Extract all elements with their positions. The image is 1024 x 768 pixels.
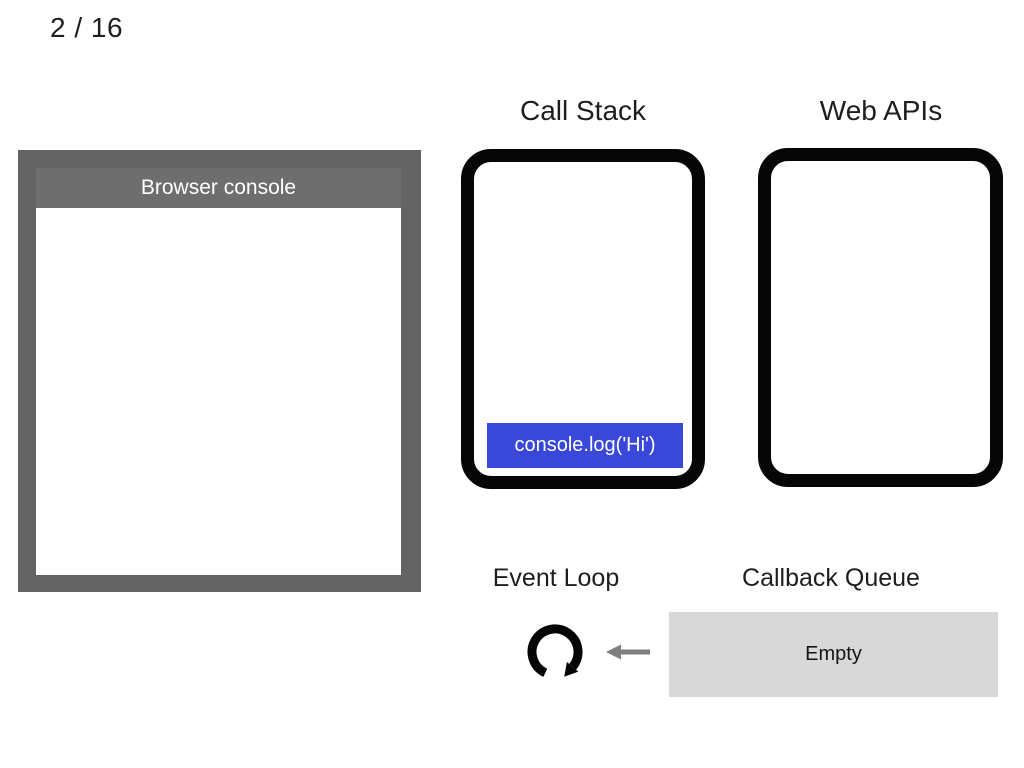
- call-stack-frame: console.log('Hi'): [487, 423, 683, 468]
- event-loop-arrowhead: [564, 662, 579, 677]
- browser-console-titlebar: Browser console: [36, 168, 401, 208]
- event-loop-icon: [527, 624, 583, 677]
- browser-console-output-area: [36, 208, 401, 575]
- web-apis-label: Web APIs: [819, 95, 943, 126]
- callback-queue-label: Callback Queue: [742, 564, 920, 592]
- event-loop-circle-arc: [527, 624, 583, 677]
- slide-page-counter: 2 / 16: [50, 12, 124, 43]
- call-stack-label: Call Stack: [519, 95, 647, 126]
- call-stack-box: console.log('Hi'): [461, 149, 705, 489]
- queue-to-loop-arrow-icon: [606, 644, 650, 660]
- web-apis-box: [758, 148, 1003, 487]
- callback-queue-box: Empty: [669, 612, 998, 697]
- event-loop-label: Event Loop: [492, 564, 620, 592]
- browser-console-window: Browser console: [18, 150, 421, 592]
- arrow-head: [606, 644, 621, 660]
